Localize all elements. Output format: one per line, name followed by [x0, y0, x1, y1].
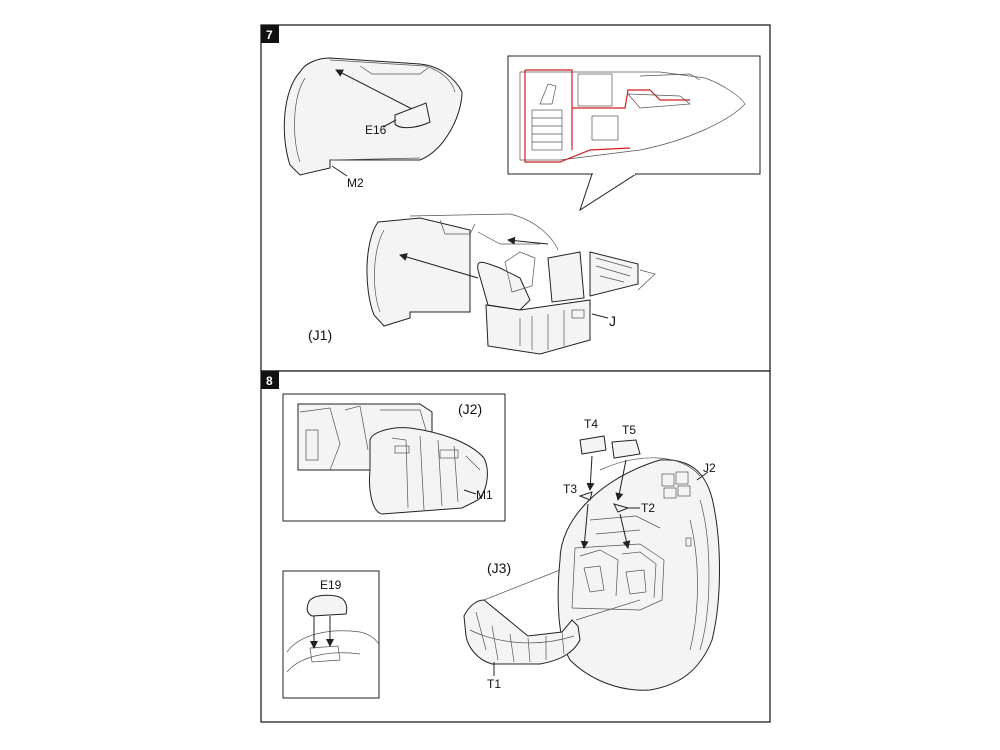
label-j1: (J1): [308, 327, 332, 343]
part-e16: [394, 102, 431, 129]
clear-part-t2: [613, 503, 630, 513]
step-7-number: 7: [266, 28, 273, 42]
label-e19: E19: [320, 578, 342, 592]
clear-part-t4: [579, 435, 607, 455]
step-7-panel: 7 E16 M2: [260, 24, 771, 372]
label-m2: M2: [347, 176, 364, 190]
label-t5: T5: [622, 423, 636, 437]
label-t4: T4: [584, 417, 598, 431]
canopy-part-m2: [283, 57, 463, 176]
nose-section-part-j2: [557, 457, 720, 691]
label-t3: T3: [563, 482, 577, 496]
windscreen-part-t1: [463, 599, 581, 665]
label-j2: J2: [703, 461, 716, 475]
label-t1: T1: [487, 677, 501, 691]
clear-part-t3: [578, 491, 593, 501]
canopy-shell-assembly: [366, 213, 559, 327]
label-j2-group: (J2): [458, 401, 482, 417]
label-m1: M1: [476, 488, 493, 502]
assembly-j2-box: [282, 393, 506, 522]
step-8-badge: [261, 371, 279, 389]
label-e16: E16: [365, 123, 387, 137]
label-t2: T2: [641, 501, 655, 515]
part-e19-box: [282, 570, 380, 699]
cockpit-tub-part-j: [477, 251, 656, 355]
label-j3: (J3): [487, 560, 511, 576]
step-7-badge: [261, 25, 279, 43]
step-8-number: 8: [266, 374, 273, 388]
cutaway-detail-inset: [507, 55, 761, 212]
clear-part-t5: [611, 439, 641, 459]
label-j: J: [609, 313, 616, 329]
step-8-panel: 8 (J2) M1 E19: [260, 370, 771, 723]
